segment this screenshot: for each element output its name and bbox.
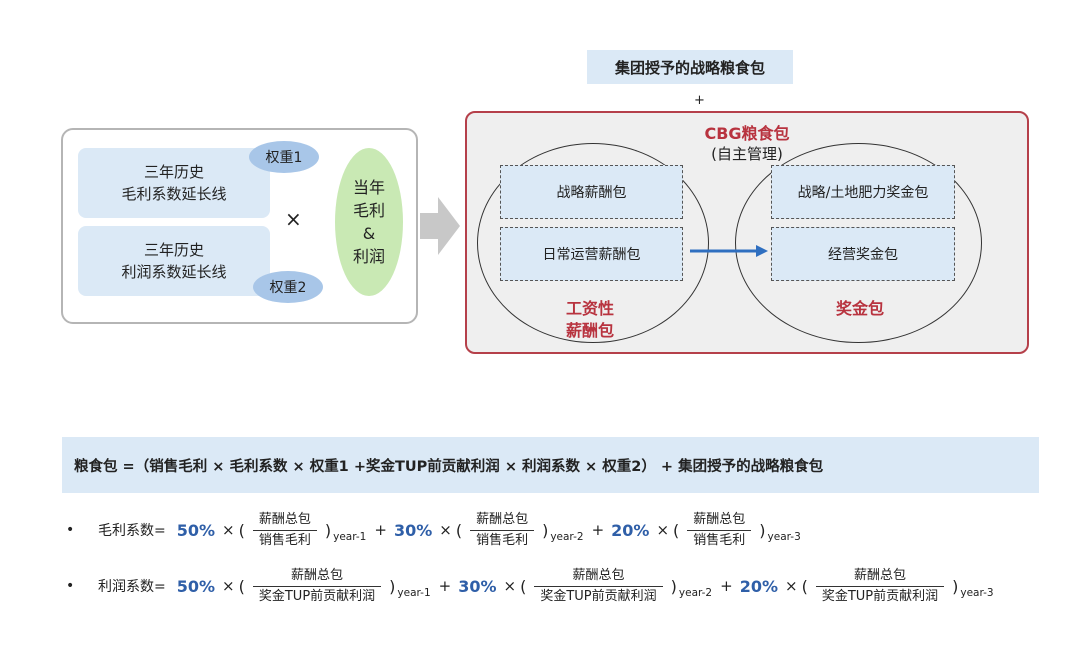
fraction-numerator: 薪酬总包: [476, 511, 529, 527]
times-symbol: ×: [503, 577, 517, 595]
fraction-numerator: 薪酬总包: [853, 567, 906, 583]
close-paren: ): [952, 576, 959, 596]
weight2-badge: 权重2: [253, 271, 323, 303]
fraction-numerator: 薪酬总包: [291, 567, 344, 583]
times-symbol: ×: [222, 577, 235, 595]
plus-symbol: +: [374, 521, 387, 539]
strategic-grant-box: 集团授予的战略粮食包: [587, 50, 793, 84]
wage-circle: [477, 143, 709, 343]
profit-coefficient-row: • 利润系数= 50% × ( 薪酬总包 奖金TUP前贡献利润 ) year-1…: [62, 563, 1000, 609]
fraction-numerator: 薪酬总包: [572, 567, 625, 583]
close-paren: ): [542, 520, 549, 540]
fraction: 薪酬总包 奖金TUP前贡献利润: [252, 567, 382, 606]
close-paren: ): [324, 520, 332, 540]
open-paren: (: [801, 576, 808, 596]
bullet: •: [66, 522, 75, 538]
daily-salary-box: 日常运营薪酬包: [500, 227, 683, 281]
fraction-denominator: 销售毛利: [687, 529, 752, 550]
profit-history-box: 三年历史 利润系数延长线: [78, 226, 270, 296]
current-line4: 利润: [352, 247, 385, 266]
big-right-arrow-icon: [420, 197, 460, 255]
fraction: 薪酬总包 销售毛利: [470, 511, 535, 550]
multiply-sign: ×: [285, 207, 302, 231]
fraction-numerator: 薪酬总包: [693, 511, 746, 527]
fraction-numerator: 薪酬总包: [258, 511, 311, 527]
operating-bonus-box: 经营奖金包: [771, 227, 955, 281]
current-line2: 毛利: [352, 201, 385, 220]
plus-symbol: +: [438, 577, 452, 595]
bonus-package-label: 奖金包: [835, 299, 884, 318]
term-pct: 30%: [393, 520, 433, 540]
gross-coefficient-label: 毛利系数=: [98, 523, 166, 539]
strategic-salary-box: 战略薪酬包: [500, 165, 683, 219]
times-symbol: ×: [222, 521, 235, 539]
wage-label-line2: 薪酬包: [565, 321, 614, 340]
fraction: 薪酬总包 销售毛利: [687, 511, 752, 550]
formula-text: 粮食包 =（销售毛利 × 毛利系数 × 权重1 +奖金TUP前贡献利润 × 利润…: [74, 458, 824, 475]
year-subscript: year-3: [960, 587, 994, 599]
plus-symbol: +: [720, 577, 733, 595]
gross-history-box: 三年历史 毛利系数延长线: [78, 148, 270, 218]
plus-sign: +: [694, 93, 705, 108]
blue-right-arrow-icon: [690, 245, 768, 257]
strategic-bonus-box: 战略/土地肥力奖金包: [771, 165, 955, 219]
wage-package-label: 工资性 薪酬包: [560, 298, 620, 342]
profit-history-line2: 利润系数延长线: [121, 263, 227, 281]
term-pct: 20%: [739, 576, 778, 596]
year-subscript: year-1: [397, 587, 431, 599]
fraction: 薪酬总包 奖金TUP前贡献利润: [815, 567, 945, 606]
current-line3: &: [362, 224, 376, 243]
times-symbol: ×: [656, 521, 670, 539]
year-subscript: year-2: [550, 531, 584, 543]
bullet: •: [66, 578, 75, 594]
close-paren: ): [670, 576, 677, 596]
open-paren: (: [238, 576, 245, 596]
gross-history-line1: 三年历史: [143, 163, 204, 181]
open-paren: (: [455, 520, 463, 540]
times-symbol: ×: [439, 521, 452, 539]
fraction-denominator: 奖金TUP前贡献利润: [534, 585, 663, 606]
formula-bar: 粮食包 =（销售毛利 × 毛利系数 × 权重1 +奖金TUP前贡献利润 × 利润…: [62, 437, 1039, 493]
term-pct: 30%: [458, 576, 497, 596]
cbg-title: CBG粮食包: [704, 124, 790, 143]
bonus-circle: [735, 143, 982, 343]
year-subscript: year-2: [678, 587, 713, 599]
gross-history-line2: 毛利系数延长线: [121, 185, 227, 203]
close-paren: ): [389, 576, 396, 596]
open-paren: (: [520, 576, 527, 596]
wage-label-line1: 工资性: [565, 299, 614, 318]
open-paren: (: [673, 520, 680, 540]
term-pct: 20%: [611, 520, 650, 540]
profit-history-line1: 三年历史: [143, 241, 204, 259]
year-subscript: year-3: [767, 531, 801, 543]
fraction-denominator: 奖金TUP前贡献利润: [815, 585, 945, 606]
fraction: 薪酬总包 销售毛利: [252, 511, 317, 550]
fraction-denominator: 奖金TUP前贡献利润: [252, 585, 382, 606]
fraction-denominator: 销售毛利: [470, 529, 535, 550]
term-pct: 50%: [176, 576, 216, 596]
cbg-subtitle: (自主管理): [711, 145, 783, 163]
term-pct: 50%: [176, 520, 216, 540]
gross-coefficient-row: • 毛利系数= 50% × ( 薪酬总包 销售毛利 ) year-1 + 30%…: [62, 507, 807, 553]
fraction-denominator: 销售毛利: [252, 529, 317, 550]
profit-coefficient-label: 利润系数=: [98, 579, 166, 595]
times-symbol: ×: [785, 577, 798, 595]
close-paren: ): [759, 520, 766, 540]
current-line1: 当年: [352, 178, 385, 197]
current-year-ellipse: 当年 毛利 & 利润: [335, 148, 403, 296]
year-subscript: year-1: [333, 531, 367, 543]
weight1-badge: 权重1: [249, 141, 319, 173]
open-paren: (: [238, 520, 245, 540]
plus-symbol: +: [591, 521, 605, 539]
fraction: 薪酬总包 奖金TUP前贡献利润: [534, 567, 663, 606]
